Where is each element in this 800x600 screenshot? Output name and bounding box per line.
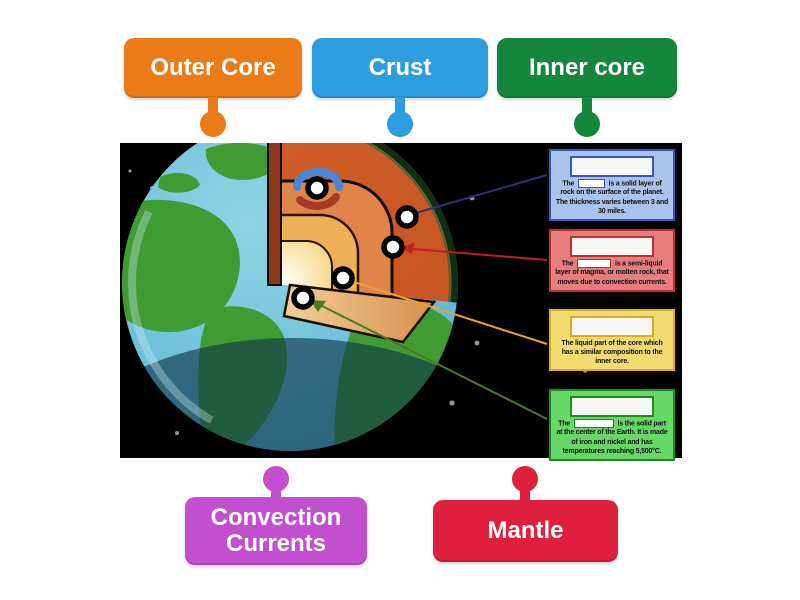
crust-fact-suffix: is a solid layer of rock on the surface …	[555, 180, 669, 215]
earth-cutaway-image: The is a solid layer of rock on the surf…	[120, 143, 682, 461]
pin-convection-currents[interactable]	[305, 176, 329, 200]
mantle-answer-slot[interactable]	[570, 236, 654, 257]
crust-fact-text: The is a solid layer of rock on the surf…	[553, 179, 671, 216]
fact-box-inner-core: The is the solid part at the center of t…	[547, 387, 677, 461]
fact-box-mantle: The is a semi-liquid layer of magma, or …	[547, 227, 677, 297]
outer-core-fact-text: The liquid part of the core which has a …	[553, 339, 671, 366]
inner-core-fact-text: The is the solid part at the center of t…	[553, 419, 671, 456]
convection-arrows-icon	[293, 168, 343, 210]
label-crust[interactable]: Crust	[312, 38, 488, 98]
outer-core-fact-suffix: The liquid part of the core which has a …	[561, 340, 663, 366]
label-outer-core-stem	[208, 97, 218, 113]
label-mantle-pin-dot	[512, 466, 538, 492]
label-convection-currents[interactable]: Convection Currents	[185, 497, 367, 565]
inner-core-inline-blank[interactable]	[573, 419, 614, 428]
pin-crust[interactable]	[395, 205, 419, 229]
crust-rim-green-edge	[268, 143, 451, 321]
crust-fact-prefix: The	[562, 180, 575, 188]
inner-core-fact-suffix: is the solid part at the center of the E…	[556, 420, 668, 455]
label-crust-stem	[395, 97, 405, 113]
label-outer-core-text: Outer Core	[150, 53, 276, 81]
label-inner-core-pin-dot	[574, 111, 600, 137]
label-outer-core[interactable]: Outer Core	[124, 38, 302, 98]
label-crust-text: Crust	[368, 53, 432, 81]
mantle-fact-prefix: The	[561, 260, 574, 268]
line-mantle-arrowhead	[401, 242, 415, 254]
globe-rim-highlight	[128, 143, 452, 445]
mantle-fact-suffix: is a semi-liquid layer of magma, or molt…	[555, 260, 669, 286]
cutaway-section	[267, 143, 458, 344]
line-crust	[408, 174, 548, 216]
label-convection-stem	[271, 488, 281, 500]
label-outer-core-pin-dot	[200, 111, 226, 137]
label-inner-core[interactable]: Inner core	[497, 38, 677, 98]
label-crust-pin-dot	[387, 111, 413, 137]
cut-left-wall	[267, 143, 282, 286]
pin-mantle[interactable]	[381, 235, 405, 259]
outer-core-answer-slot[interactable]	[570, 316, 654, 337]
fact-box-outer-core: The liquid part of the core which has a …	[547, 307, 677, 375]
pin-outer-core[interactable]	[331, 266, 355, 290]
line-inner-core	[311, 300, 548, 420]
drop-pins	[291, 176, 419, 310]
pin-inner-core[interactable]	[291, 286, 315, 310]
line-mantle	[400, 247, 548, 261]
crust-answer-slot[interactable]	[570, 156, 654, 177]
crust-rim	[268, 143, 458, 321]
line-inner-core-arrowhead	[310, 300, 326, 312]
label-inner-core-stem	[582, 97, 592, 113]
label-mantle[interactable]: Mantle	[433, 500, 618, 562]
label-convection-pin-dot	[263, 466, 289, 492]
mantle-fact-text: The is a semi-liquid layer of magma, or …	[553, 259, 671, 287]
label-convection-currents-text: Convection Currents	[210, 503, 342, 557]
cut-bottom-wall	[282, 283, 437, 344]
label-mantle-text: Mantle	[487, 516, 564, 544]
connector-lines	[310, 174, 548, 420]
label-mantle-stem	[520, 488, 530, 502]
inner-core-fact-prefix: The	[558, 420, 570, 428]
fact-box-crust: The is a solid layer of rock on the surf…	[547, 147, 677, 221]
crust-inline-blank[interactable]	[577, 179, 605, 188]
inner-core-answer-slot[interactable]	[570, 396, 654, 417]
mantle-inline-blank[interactable]	[577, 259, 612, 268]
label-inner-core-text: Inner core	[528, 53, 646, 81]
line-outer-core	[344, 278, 548, 345]
